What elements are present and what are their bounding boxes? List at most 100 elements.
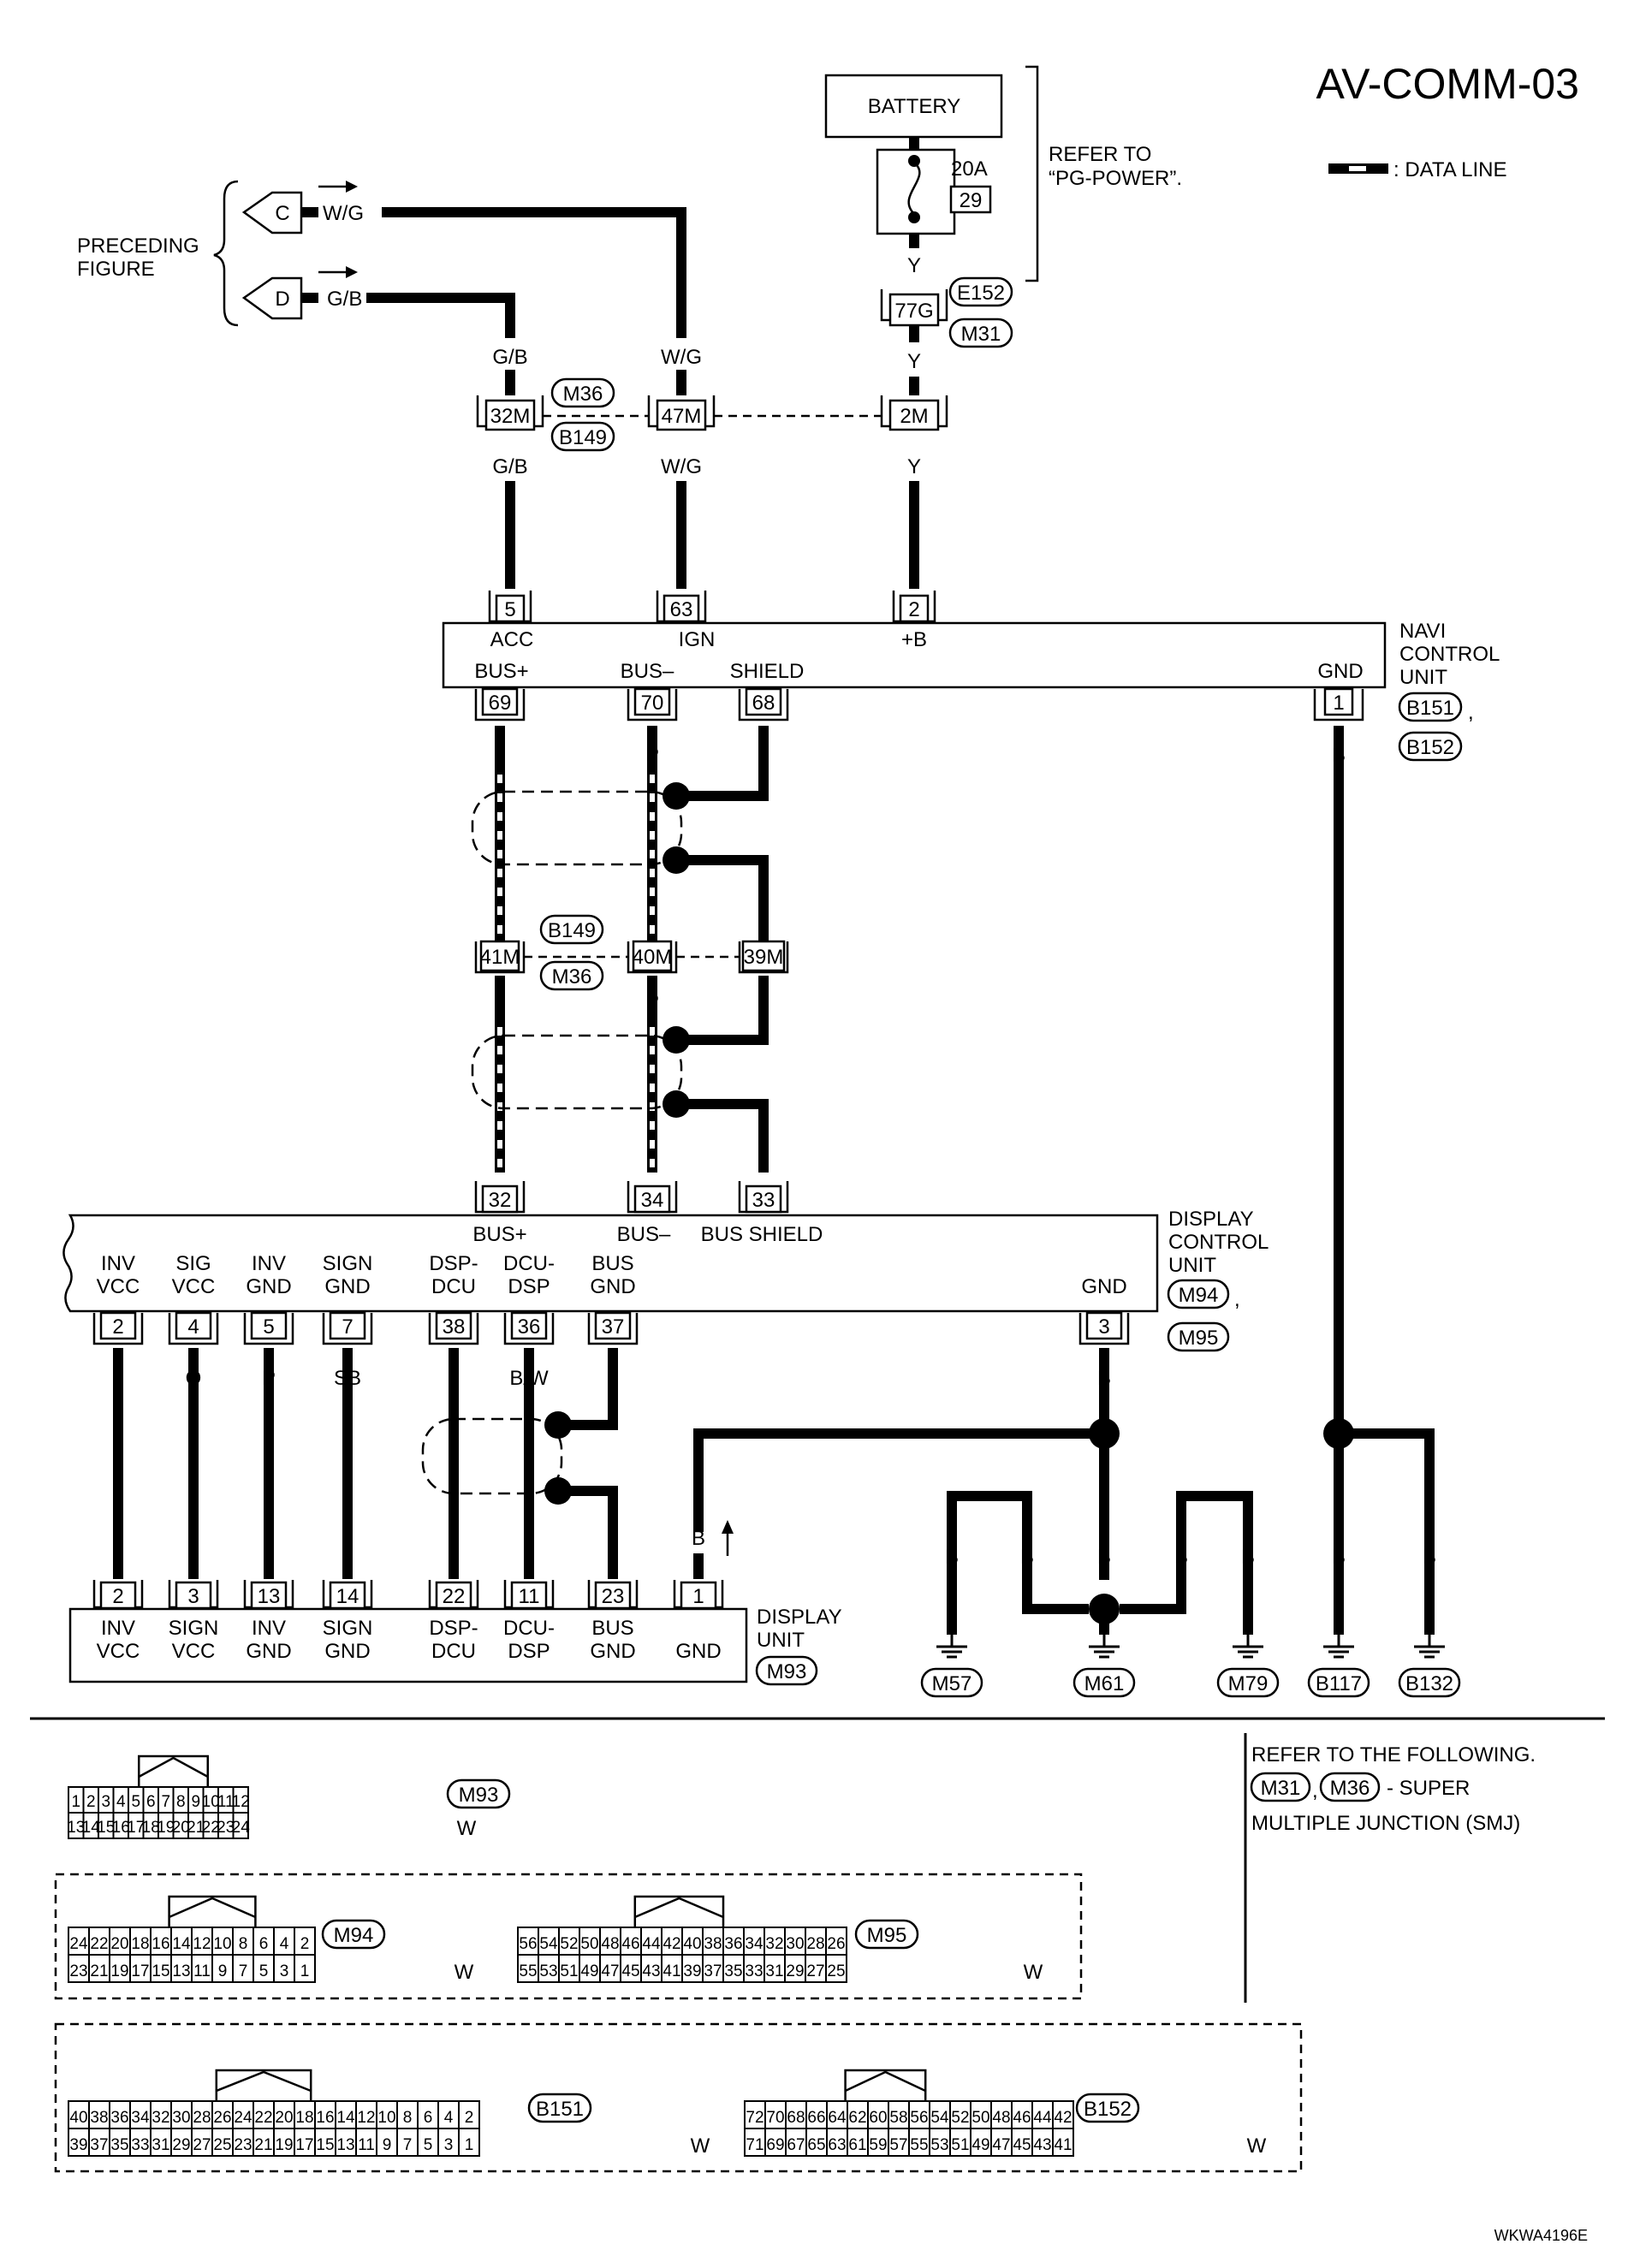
connector-pin-number: 49 xyxy=(971,2136,989,2154)
connector-pin-number: 2 xyxy=(86,1793,96,1811)
dcu-terminal-label: GND xyxy=(590,1275,635,1298)
connector-pin-number: 12 xyxy=(357,2109,375,2127)
connector-pin-number: 17 xyxy=(131,1962,149,1980)
connector-pin-number: 4 xyxy=(116,1793,126,1811)
du-terminal-pin: 2 xyxy=(112,1585,123,1608)
connector-pin-number: 68 xyxy=(787,2109,805,2127)
wire-color-gb-head: G/B xyxy=(327,288,362,311)
connector-pin-number: 37 xyxy=(90,2136,108,2154)
ground-b132-label: B132 xyxy=(1405,1672,1453,1695)
svg-text:32M: 32M xyxy=(490,405,531,428)
connector-pin-number: 9 xyxy=(218,1962,228,1980)
connector-pin-number: 21 xyxy=(187,1819,205,1837)
dcu-terminal-label: GND xyxy=(324,1275,370,1298)
navi-pin-busm: 70 xyxy=(627,687,678,721)
data-line-legend: : DATA LINE xyxy=(1328,158,1506,181)
dcu-terminal-pin: 5 xyxy=(263,1315,274,1339)
connector-m36-label: M36 xyxy=(563,383,603,406)
du-terminal-label: DSP xyxy=(508,1640,550,1663)
connector-pin-number: 44 xyxy=(1033,2109,1052,2127)
svg-text:2M: 2M xyxy=(900,405,928,428)
connector-pin-number: 16 xyxy=(316,2109,334,2127)
connector-pin-number: 18 xyxy=(131,1935,149,1953)
ground-m61-label: M61 xyxy=(1084,1672,1125,1695)
connector-pin-number: 50 xyxy=(971,2109,989,2127)
connector-b151-label: B151 xyxy=(1406,697,1454,720)
connector-pin-number: 24 xyxy=(232,1819,251,1837)
connector-color-w: W xyxy=(455,1961,474,1984)
dcu-label-busm: BUS– xyxy=(617,1223,671,1246)
connector-color-w: W xyxy=(1247,2134,1267,2158)
connector-pin-number: 32 xyxy=(152,2109,169,2127)
connector-pin-number: 44 xyxy=(642,1935,661,1953)
du-terminal-label: SIGN xyxy=(323,1617,373,1640)
connector-pin-number: 35 xyxy=(110,2136,128,2154)
navi-control-unit xyxy=(442,621,1387,689)
display-unit-terminals: 2INVVCC3SIGNVCC13INVGND14SIGNGND22DSP-DC… xyxy=(92,1580,724,1663)
connector-pin-number: 62 xyxy=(848,2109,866,2127)
connector-pin-number: 21 xyxy=(90,1962,108,1980)
dcu-terminal-label: SIGN xyxy=(323,1252,373,1275)
connector-pin-number: 60 xyxy=(869,2109,887,2127)
wire-color-l-3: L xyxy=(112,1367,123,1390)
connector-pin-number: 43 xyxy=(1033,2136,1051,2154)
wire-color-b-10: B xyxy=(1423,1546,1436,1569)
data-line-bus xyxy=(495,726,657,1173)
wire-color-y: Y xyxy=(907,254,921,277)
connector-pin-number: 27 xyxy=(193,2136,211,2154)
connector-pin-number: 45 xyxy=(1013,2136,1031,2154)
connector-pin-number: 38 xyxy=(704,1935,722,1953)
connector-pin-number: 16 xyxy=(112,1819,130,1837)
connector-pin-number: 47 xyxy=(601,1962,619,1980)
du-terminal-label: INV xyxy=(101,1617,135,1640)
connector-pin-number: 43 xyxy=(642,1962,660,1980)
connector-pin-number: 10 xyxy=(213,1935,231,1953)
connector-color-w: W xyxy=(1024,1961,1043,1984)
connector-pin-number: 28 xyxy=(806,1935,824,1953)
connector-pin-number: 42 xyxy=(663,1935,680,1953)
du-terminal-label: GND xyxy=(246,1640,291,1663)
svg-text:69: 69 xyxy=(489,692,512,715)
wire-color-wg-head: W/G xyxy=(323,202,364,225)
connector-pin-number: 59 xyxy=(869,2136,887,2154)
connector-pin-number: 8 xyxy=(176,1793,186,1811)
connector-pin-number: 6 xyxy=(146,1793,156,1811)
connector-pin-number: 56 xyxy=(519,1935,537,1953)
refer-pg-power-line2: “PG-POWER”. xyxy=(1049,167,1182,190)
dcu-title-1: DISPLAY xyxy=(1168,1208,1254,1231)
connector-pin-number: 14 xyxy=(172,1935,191,1953)
connector-face-label: B152 xyxy=(1084,2098,1132,2121)
dcu-terminal-label: SIG xyxy=(175,1252,211,1275)
svg-text:77G: 77G xyxy=(894,300,933,323)
connector-pin-number: 55 xyxy=(910,2136,928,2154)
connector-pin-number: 3 xyxy=(280,1962,289,1980)
navi-pin-ign: 63 xyxy=(656,591,707,623)
connector-pin-number: 6 xyxy=(424,2109,433,2127)
du-terminal-label: DSP- xyxy=(429,1617,478,1640)
wire-color-b-2: B xyxy=(692,1527,705,1550)
wire-color-wg-1: W/G xyxy=(661,346,702,369)
wire-color-b-9: B xyxy=(1332,1546,1346,1569)
connector-pin-number: 10 xyxy=(377,2109,395,2127)
du-title-1: DISPLAY xyxy=(757,1606,842,1629)
connector-pin-number: 15 xyxy=(97,1819,115,1837)
connector-pin-number: 30 xyxy=(172,2109,190,2127)
dcu-terminal-label: GND xyxy=(1081,1275,1126,1298)
ground-icon xyxy=(935,1633,1447,1659)
connector-pin-number: 18 xyxy=(142,1819,160,1837)
connector-pin-number: 20 xyxy=(172,1819,190,1837)
connector-pin-number: 26 xyxy=(827,1935,845,1953)
connector-pin-number: 22 xyxy=(202,1819,220,1837)
wire-color-b-5: B xyxy=(1097,1546,1111,1569)
navi-pin-acc: 5 xyxy=(488,591,532,623)
connector-pin-number: 15 xyxy=(152,1962,169,1980)
display-control-unit xyxy=(62,1214,1159,1313)
connector-pin-number: 46 xyxy=(1013,2109,1031,2127)
ground-m79-label: M79 xyxy=(1228,1672,1269,1695)
